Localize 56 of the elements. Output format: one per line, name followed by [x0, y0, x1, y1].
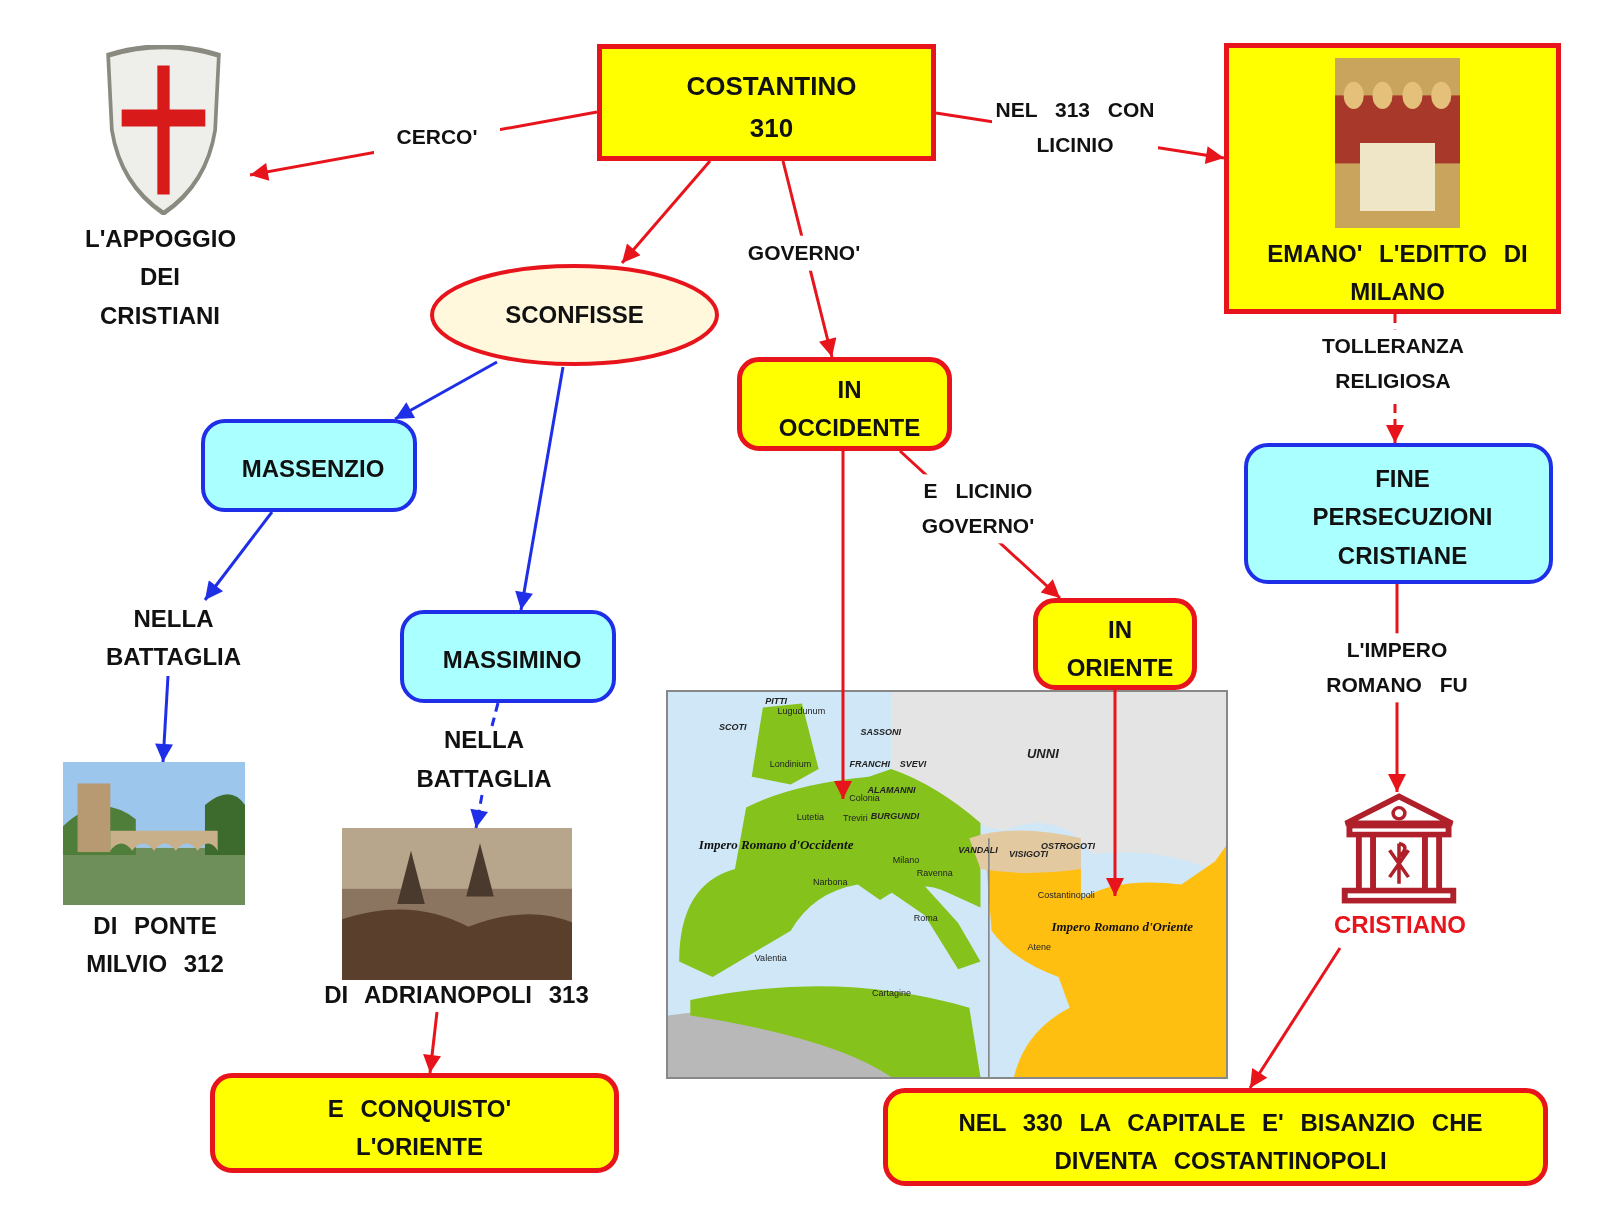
map-region-label: VISIGOTI — [1008, 849, 1048, 860]
node-text: MASSENZIO — [241, 454, 385, 485]
arrow — [515, 366, 565, 611]
arrow — [1248, 947, 1342, 1089]
map-region-label: FRANCHI — [849, 759, 891, 770]
concept-box — [210, 1073, 619, 1173]
map-region-label: BURGUNDI — [870, 810, 920, 821]
concept-box — [400, 610, 616, 703]
node-text: DI ADRIANOPOLI 313 — [324, 979, 589, 1010]
node-text: COSTANTINO 310 — [685, 69, 858, 145]
map-city-label: Cartagine — [871, 988, 911, 999]
node-text: EMANO' L'EDITTO DI MILANO — [1266, 238, 1529, 307]
node-text: NEL 330 LA CAPITALE E' BISANZIO CHE DIVENTA COSTANTINOPOLI — [957, 1107, 1484, 1176]
arrow — [423, 1011, 441, 1074]
concept-box — [1224, 43, 1561, 314]
arrow — [470, 794, 489, 829]
arrow — [620, 160, 712, 264]
map-region-label: SCOTI — [719, 722, 747, 733]
map-city-label: Milano — [892, 855, 920, 865]
map-city-label: Londinium — [769, 759, 812, 770]
arrow — [394, 360, 498, 421]
arrow — [834, 451, 852, 799]
node-text: L'APPOGGIO DEI CRISTIANI — [85, 223, 235, 331]
node-text: IN OCCIDENTE — [777, 374, 922, 443]
node-text: SCONFISSE — [505, 299, 644, 330]
node-text: IN ORIENTE — [1065, 614, 1175, 683]
map-city-label: Valentia — [754, 953, 787, 964]
map-region-label: SVEVI — [899, 759, 927, 770]
concept-box — [1244, 443, 1553, 584]
map-region-label: SASSONI — [860, 726, 901, 737]
map-region-label: PITTI — [765, 696, 788, 707]
node-text: NELLA BATTAGLIA — [415, 725, 553, 794]
concept-box — [883, 1088, 1548, 1186]
map-region-label: OSTROGOTI — [1041, 841, 1096, 852]
node-text: MASSIMINO — [442, 645, 582, 676]
map-city-label: Ravenna — [916, 868, 953, 879]
concept-box — [737, 357, 952, 451]
concept-ellipse — [429, 263, 720, 367]
arrow — [203, 511, 274, 601]
arrow — [1106, 690, 1124, 896]
concept-box — [201, 419, 417, 512]
node-text: NELLA BATTAGLIA — [104, 603, 243, 672]
concept-box — [1033, 598, 1197, 690]
map-region-label: Impero Romano d'Occidente — [698, 837, 854, 854]
map-region-label: Impero Romano d'Oriente — [1051, 919, 1193, 936]
arrow — [155, 675, 174, 763]
concept-box — [597, 44, 936, 161]
node-text: E CONQUISTO' L'ORIENTE — [326, 1093, 513, 1162]
map-region-label: UNNI — [1027, 745, 1059, 761]
node-text: CRISTIANO — [1334, 909, 1466, 940]
map-city-label: Lutetia — [796, 811, 824, 822]
node-text: FINE PERSECUZIONI CRISTIANE — [1311, 463, 1494, 571]
map-city-label: Atene — [1027, 941, 1052, 952]
map-city-label: Treviri — [843, 813, 868, 824]
node-text: DI PONTE MILVIO 312 — [85, 910, 225, 979]
map-city-label: Narbona — [812, 877, 848, 888]
